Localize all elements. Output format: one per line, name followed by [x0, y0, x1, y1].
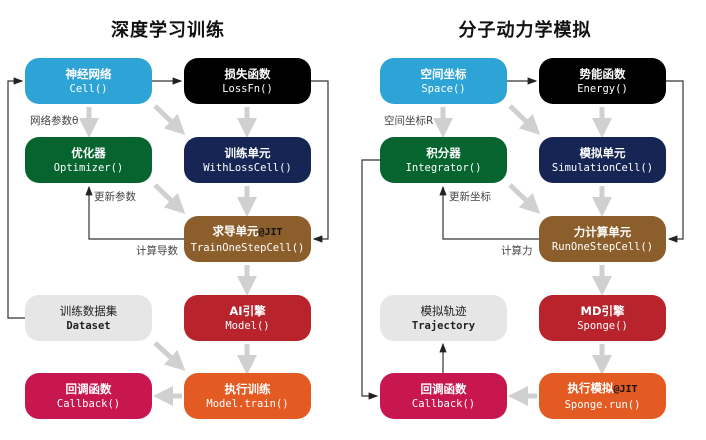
connector-lossfn-trainstep [311, 80, 329, 243]
node-label: 势能函数 [579, 66, 626, 81]
node-space: 空间坐标 Space() [380, 58, 507, 104]
connector-energy-runstep [666, 80, 684, 243]
node-label: 力计算单元 [573, 224, 632, 239]
flow-arrow [508, 104, 541, 135]
connector-trainstep-optimizer [85, 185, 184, 240]
node-callback-md: 回调函数 Callback() [380, 373, 507, 419]
jit-tag: @JIT [613, 383, 638, 395]
node-label-text: 执行模拟 [567, 380, 614, 395]
node-energy: 势能函数 Energy() [539, 58, 666, 104]
node-model: AI引擎 Model() [184, 295, 311, 341]
node-callback: 回调函数 Callback() [25, 373, 152, 419]
node-sponge: MD引擎 Sponge() [539, 295, 666, 341]
node-code: Model.train() [206, 397, 289, 410]
node-model-train: 执行训练 Model.train() [184, 373, 311, 419]
node-label: 回调函数 [420, 381, 467, 396]
node-code: Cell() [69, 82, 108, 95]
edge-label-update: 更新参数 [94, 191, 136, 203]
flow-arrow [153, 341, 186, 371]
node-simulationcell: 模拟单元 SimulationCell() [539, 137, 666, 183]
node-label: 积分器 [426, 145, 461, 160]
node-label: AI引擎 [229, 303, 266, 318]
node-label: 神经网络 [65, 66, 112, 81]
node-runonestepcell: 力计算单元 RunOneStepCell() [539, 216, 666, 262]
node-label: 模拟轨迹 [420, 303, 467, 318]
diagram-title-md: 分子动力学模拟 [458, 20, 592, 41]
node-code: Callback() [411, 397, 476, 410]
node-trajectory: 模拟轨迹 Trajectory [380, 295, 507, 341]
node-cell: 神经网络 Cell() [25, 58, 152, 104]
node-dataset: 训练数据集 Dataset [25, 295, 152, 341]
node-integrator: 积分器 Integrator() [380, 137, 507, 183]
node-label: 求导单元@JIT [212, 223, 282, 241]
node-label: 空间坐标 [420, 66, 467, 81]
node-label: 执行训练 [224, 381, 271, 396]
node-code: Dataset [66, 319, 111, 332]
node-label-text: 求导单元 [212, 223, 259, 238]
diagram-title-deep-learning: 深度学习训练 [111, 20, 225, 41]
node-label: MD引擎 [580, 303, 625, 318]
node-withlosscell: 训练单元 WithLossCell() [184, 137, 311, 183]
node-code: Sponge() [577, 319, 628, 332]
node-code: Model() [225, 319, 270, 332]
node-sponge-run: 执行模拟@JIT Sponge.run() [539, 373, 666, 419]
edge-label-update-coords: 更新坐标 [449, 191, 491, 203]
connector-dataset-cell [7, 77, 25, 319]
node-code: Sponge.run() [564, 398, 641, 411]
node-label: 模拟单元 [579, 145, 626, 160]
node-lossfn: 损失函数 LossFn() [184, 58, 311, 104]
node-label: 损失函数 [224, 66, 271, 81]
edge-label-params: 网络参数θ [30, 115, 79, 127]
node-code: RunOneStepCell() [551, 240, 654, 253]
edge-label-grad: 计算导数 [136, 245, 178, 257]
edge-label-force: 计算力 [501, 245, 533, 257]
node-code: Space() [421, 82, 466, 95]
node-label: 优化器 [71, 145, 106, 160]
connector-integrator-callback [361, 159, 380, 400]
node-label: 执行模拟@JIT [567, 380, 637, 398]
node-label: 训练单元 [224, 145, 271, 160]
node-code: TrainOneStepCell() [190, 241, 305, 254]
edge-label-coords: 空间坐标R [384, 115, 434, 127]
node-code: Integrator() [405, 161, 482, 174]
jit-tag: @JIT [258, 226, 283, 238]
node-code: Trajectory [411, 319, 476, 332]
node-label: 回调函数 [65, 381, 112, 396]
flow-arrow [153, 183, 186, 214]
flow-arrow [153, 104, 186, 135]
node-code: LossFn() [222, 82, 273, 95]
node-code: Energy() [577, 82, 628, 95]
node-code: SimulationCell() [551, 161, 654, 174]
node-code: WithLossCell() [203, 161, 292, 174]
node-code: Optimizer() [53, 161, 124, 174]
node-code: Callback() [56, 397, 121, 410]
node-label: 训练数据集 [59, 303, 118, 318]
flow-arrow [508, 183, 541, 214]
connector-runstep-integrator [439, 185, 539, 240]
node-optimizer: 优化器 Optimizer() [25, 137, 152, 183]
node-trainonestepcell: 求导单元@JIT TrainOneStepCell() [184, 216, 311, 262]
